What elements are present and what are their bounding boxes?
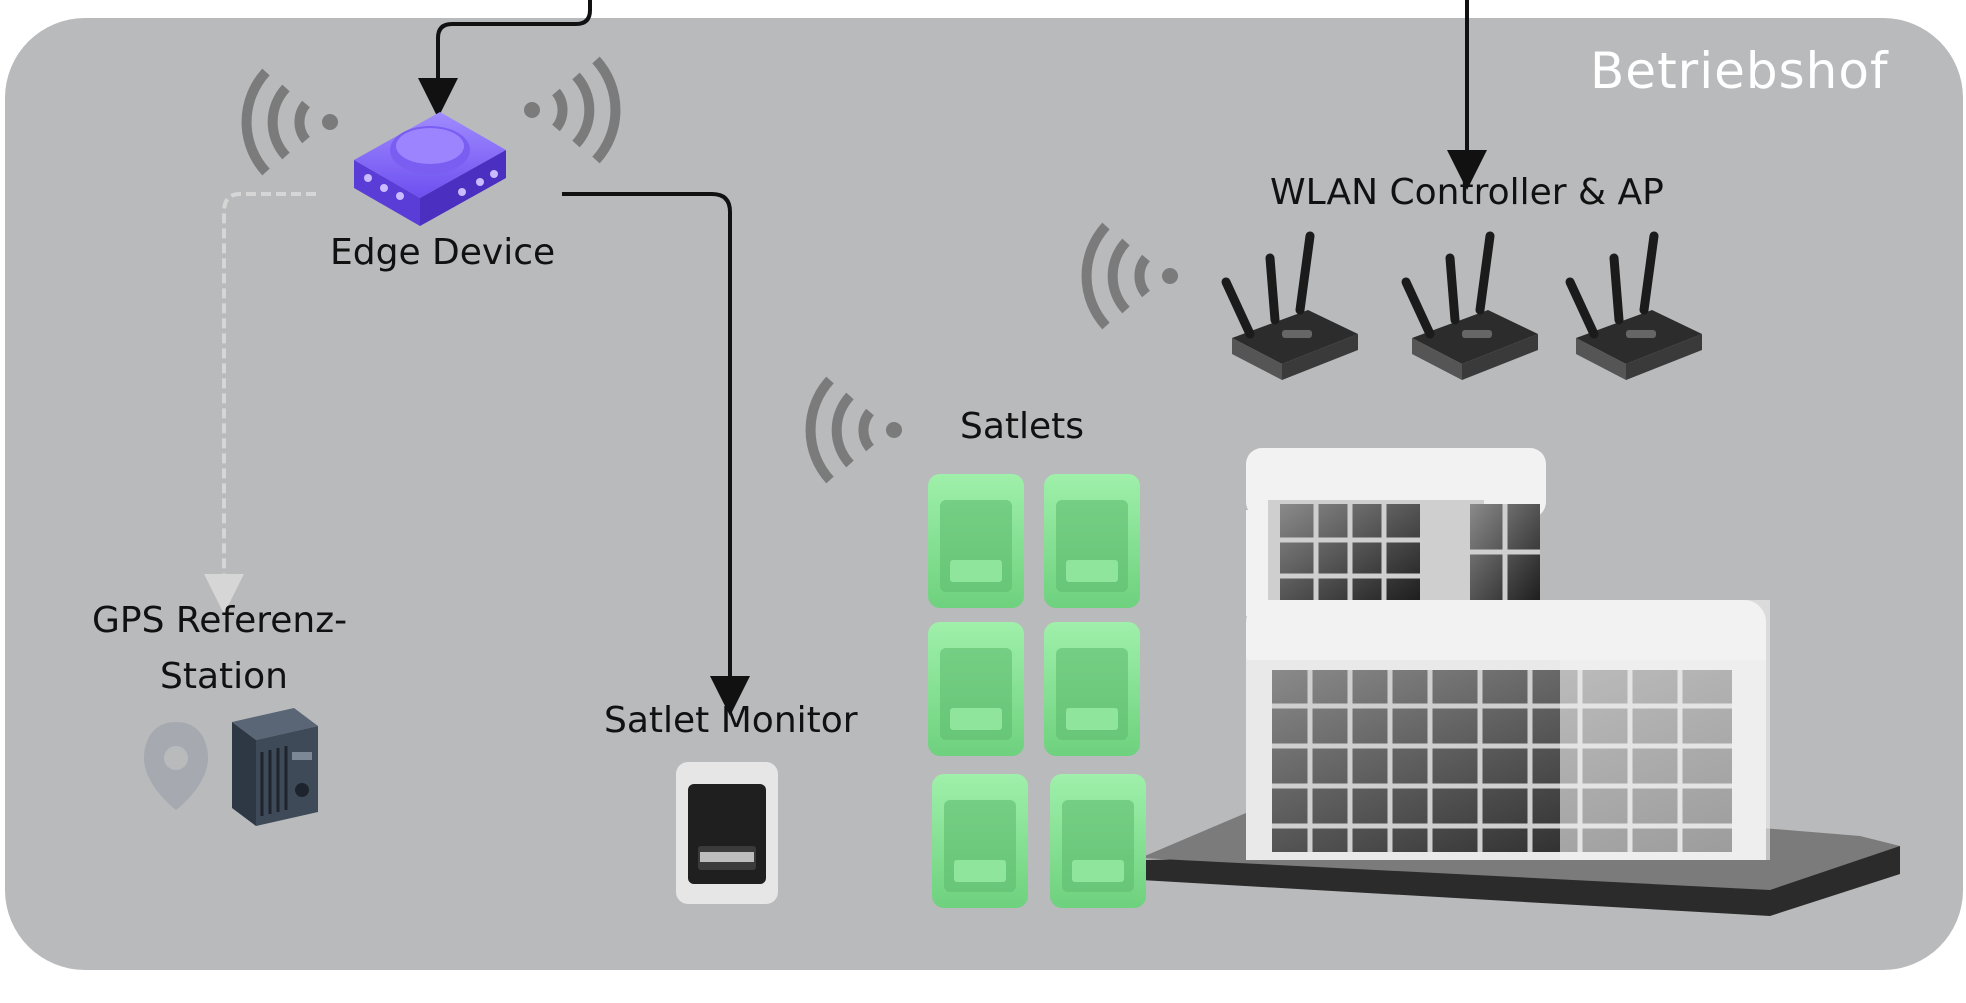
building-icon xyxy=(1140,448,1900,916)
satlet-box-icon xyxy=(1044,622,1140,756)
gps-station-label-line1: GPS Referenz- xyxy=(92,600,348,641)
monitor-box-icon xyxy=(676,762,778,904)
satlet-box-icon xyxy=(928,622,1024,756)
edge-device-label: Edge Device xyxy=(330,232,556,273)
router-icon xyxy=(1401,231,1538,380)
router-icon xyxy=(1221,231,1358,380)
satlet-monitor-label: Satlet Monitor xyxy=(604,700,858,741)
connector-edge-to-gps xyxy=(204,192,316,614)
station-icon xyxy=(232,708,318,826)
edge-device-icon xyxy=(354,112,506,226)
wlan-controller-label: WLAN Controller & AP xyxy=(1270,172,1664,213)
router-icon xyxy=(1565,231,1702,380)
location-pin-icon xyxy=(144,722,208,810)
satlet-box-icon xyxy=(932,774,1028,908)
wifi-waves-icon xyxy=(241,68,338,176)
satlet-box-icon xyxy=(1050,774,1146,908)
wifi-waves-icon xyxy=(1081,222,1178,330)
wifi-waves-icon xyxy=(524,56,621,164)
satlet-box-icon xyxy=(1044,474,1140,608)
region-title: Betriebshof xyxy=(1590,42,1889,100)
satlet-box-icon xyxy=(928,474,1024,608)
connector-top-to-edge xyxy=(418,0,592,118)
satlets-label: Satlets xyxy=(960,406,1085,447)
wifi-waves-icon xyxy=(805,376,902,484)
gps-station-label-line2: Station xyxy=(160,656,288,697)
connector-edge-to-monitor xyxy=(562,192,750,716)
